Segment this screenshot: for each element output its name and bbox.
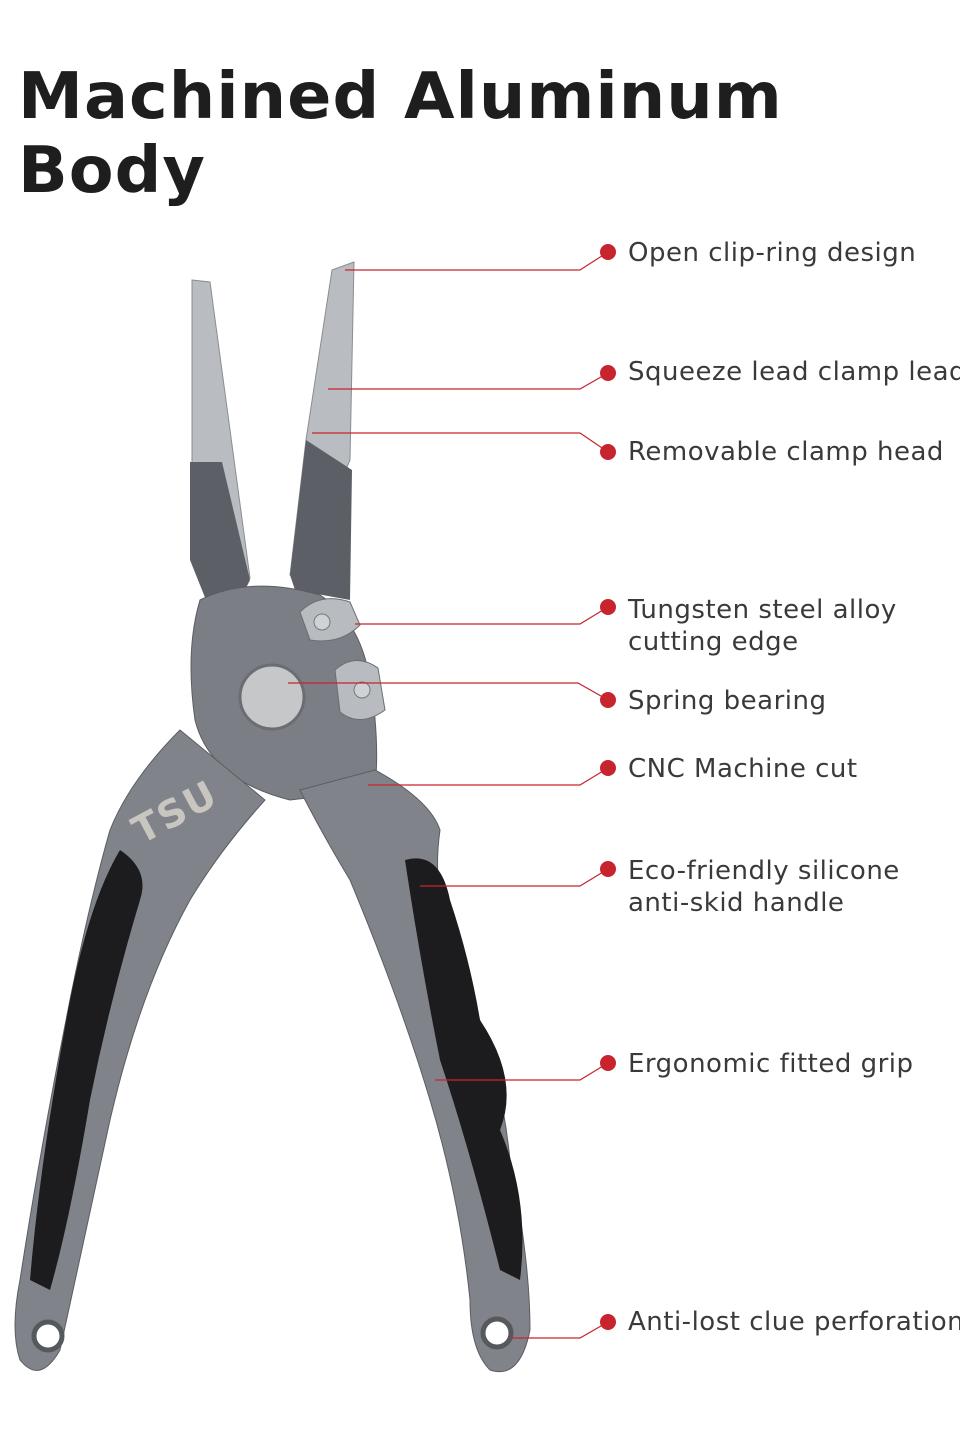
leader-line — [368, 767, 609, 786]
callout-dot — [600, 365, 616, 381]
left-jaw-body — [190, 462, 250, 610]
cutter-upper-screw — [313, 613, 331, 631]
page-title: Machined Aluminum Body — [18, 60, 783, 208]
callout-tungsten-line2: cutting edge — [628, 627, 799, 657]
leader-line — [312, 432, 609, 453]
left-lanyard-hole — [31, 1319, 65, 1353]
cutter-lower-screw — [353, 681, 371, 699]
callout-dot — [600, 760, 616, 776]
callout-tungsten-line1: Tungsten steel alloy — [628, 595, 897, 625]
callout-spring-bearing: Spring bearing — [628, 686, 827, 716]
leader-line — [355, 606, 609, 625]
callout-anti-lost: Anti-lost clue perforation — [628, 1307, 960, 1337]
callout-removable-head: Removable clamp head — [628, 437, 944, 467]
callout-dot — [600, 599, 616, 615]
leader-line — [510, 1321, 609, 1339]
callout-squeeze-lead: Squeeze lead clamp lead — [628, 357, 960, 387]
callout-silicone-line1: Eco-friendly silicone — [628, 856, 900, 886]
right-jaw-body — [290, 440, 352, 600]
spring-bearing — [238, 663, 306, 731]
right-lanyard-hole — [480, 1316, 514, 1350]
callout-open-clip-ring: Open clip-ring design — [628, 238, 917, 268]
callout-dot — [600, 861, 616, 877]
callout-cnc: CNC Machine cut — [628, 754, 858, 784]
left-handle-frame — [14, 729, 266, 1371]
callout-silicone-line2: anti-skid handle — [628, 888, 845, 918]
callout-dot — [600, 1314, 616, 1330]
callout-dot — [600, 444, 616, 460]
leader-line — [288, 682, 609, 701]
leader-line — [328, 372, 609, 390]
right-handle-grip — [405, 858, 523, 1280]
leader-line — [345, 251, 609, 271]
callout-dot — [600, 1055, 616, 1071]
leader-line — [420, 868, 609, 887]
callout-ergonomic-grip: Ergonomic fitted grip — [628, 1049, 914, 1079]
left-handle-grip — [30, 850, 143, 1290]
leader-line — [435, 1062, 609, 1081]
callout-dot — [600, 692, 616, 708]
callout-dot — [600, 244, 616, 260]
